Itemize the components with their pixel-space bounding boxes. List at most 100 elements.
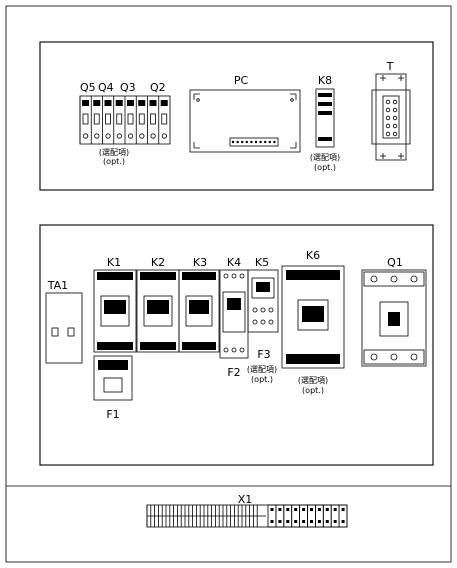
x1-label: X1 bbox=[238, 493, 253, 506]
q1-handle bbox=[388, 312, 400, 326]
k5-indicator bbox=[256, 282, 270, 292]
q1-top-terminals bbox=[363, 271, 425, 287]
pc-pin bbox=[268, 140, 271, 144]
breaker-label-q3: Q3 bbox=[120, 81, 136, 94]
k5-terminal bbox=[252, 307, 258, 313]
breaker-top-terminal bbox=[149, 100, 157, 106]
overload-f1: F1 bbox=[93, 355, 133, 421]
breaker-top-terminal bbox=[93, 100, 101, 106]
contactor-k6: (選配項) (opt.) bbox=[281, 265, 345, 395]
transformer-core bbox=[371, 89, 411, 145]
main-panel-outline bbox=[39, 224, 434, 466]
terminal-strip-x1: X1 bbox=[146, 493, 348, 528]
transformer-terminal bbox=[385, 131, 391, 137]
k6-body bbox=[281, 265, 345, 369]
pc-pin bbox=[254, 140, 258, 144]
pc-pin bbox=[250, 140, 253, 144]
contactor-top-terminals bbox=[140, 272, 176, 280]
breaker-toggle bbox=[105, 113, 111, 125]
q1-terminal bbox=[390, 353, 398, 361]
contactor-label-k3: K3 bbox=[193, 256, 207, 269]
pc-corner-marks bbox=[193, 93, 297, 149]
x1-box-screw bbox=[341, 520, 345, 523]
x1-box-screw bbox=[310, 520, 313, 523]
breaker-toggle bbox=[93, 113, 100, 125]
breaker-label-q4: Q4 bbox=[98, 81, 114, 94]
f1-label: F1 bbox=[106, 408, 119, 421]
ta1-terminal bbox=[51, 327, 59, 337]
breaker-bottom-screw bbox=[128, 133, 134, 139]
k5-terminals bbox=[252, 307, 274, 325]
k6-coil bbox=[297, 299, 329, 331]
breaker-toggle bbox=[138, 113, 145, 125]
transformer-terminal bbox=[392, 99, 398, 105]
f3-opt-cn: (選配項) bbox=[247, 364, 277, 374]
contactor-bottom-terminals bbox=[140, 342, 176, 350]
breaker-toggle bbox=[116, 113, 123, 125]
x1-box-screw bbox=[294, 508, 298, 511]
q1-terminal bbox=[410, 275, 418, 283]
x1-box-screw bbox=[325, 508, 329, 511]
contactor-bottom-terminals bbox=[182, 342, 216, 350]
pc-connector bbox=[229, 137, 279, 147]
k5-terminal bbox=[268, 307, 274, 313]
k5-terminal bbox=[252, 319, 258, 325]
k5-body bbox=[247, 269, 279, 333]
f1-body bbox=[93, 355, 133, 401]
breaker-bottom-screw bbox=[83, 133, 89, 139]
k8-opt-cn: (選配項) bbox=[310, 152, 340, 162]
breaker-bottom-screw bbox=[116, 133, 122, 139]
pc-pin bbox=[273, 140, 276, 144]
breaker-bottom-screw bbox=[150, 133, 156, 139]
k6-top-terminals bbox=[286, 270, 340, 280]
transformer-terminal bbox=[392, 123, 398, 129]
x1-box-screw bbox=[270, 508, 274, 511]
x1-box-screw bbox=[317, 520, 321, 523]
k8-terminal-bottom bbox=[318, 137, 332, 141]
breaker-group-q5-q2: Q5 Q4 Q3 Q2 (選配項) (opt.) bbox=[79, 81, 171, 166]
contactor-body bbox=[93, 269, 137, 353]
x1-box-screw bbox=[278, 520, 282, 523]
k4-terminal bbox=[223, 273, 229, 279]
transformer-terminal bbox=[392, 115, 398, 121]
x1-box-screw bbox=[278, 508, 282, 511]
k6-indicator bbox=[302, 306, 324, 322]
q1-label: Q1 bbox=[387, 256, 403, 269]
k8-terminal-top bbox=[318, 93, 332, 97]
contactors-k1-k3 bbox=[93, 269, 220, 353]
breaker-top-terminal bbox=[115, 100, 123, 106]
x1-box-screw bbox=[270, 520, 274, 523]
contactor-top-terminals bbox=[97, 272, 133, 280]
k4-terminal bbox=[223, 347, 229, 353]
pc-pin bbox=[245, 140, 248, 144]
pc-pin bbox=[241, 140, 244, 144]
breaker-poles bbox=[79, 96, 168, 144]
pc-label: PC bbox=[234, 74, 249, 87]
breaker-top-terminal bbox=[160, 100, 168, 106]
contactor-top-terminals bbox=[182, 272, 216, 280]
k4-coil bbox=[222, 291, 246, 333]
x1-box-screw bbox=[325, 520, 329, 523]
transformer-terminal-block bbox=[382, 95, 400, 139]
t-label: T bbox=[386, 60, 394, 73]
contactor-coil bbox=[185, 295, 213, 327]
x1-box-screw bbox=[333, 520, 337, 523]
pc-pin bbox=[259, 140, 262, 144]
k4-terminal bbox=[231, 347, 237, 353]
transformer-terminal bbox=[392, 131, 398, 137]
f1-dial bbox=[103, 377, 123, 393]
x1-box-terminal bbox=[338, 504, 348, 528]
pc-mount-hole bbox=[196, 98, 200, 102]
transformer-terminal bbox=[385, 107, 391, 113]
ta1-current-transformer: TA1 bbox=[45, 279, 83, 364]
x1-box-screw bbox=[286, 508, 290, 511]
x1-box-screw bbox=[286, 520, 290, 523]
x1-box-screw bbox=[333, 508, 337, 511]
transformer-terminal bbox=[392, 107, 398, 113]
pc-connector-pins bbox=[231, 140, 276, 144]
q1-terminal bbox=[370, 353, 378, 361]
pc-board-outline bbox=[189, 89, 301, 153]
k5-terminal bbox=[260, 307, 266, 313]
pc-pin bbox=[231, 140, 235, 144]
